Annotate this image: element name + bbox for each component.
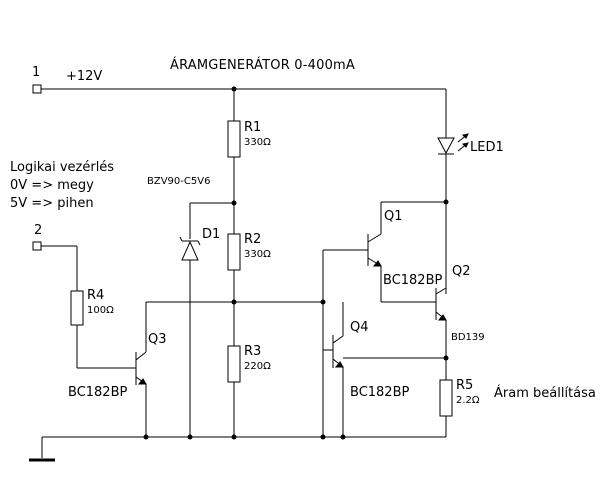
q1-part: BC182BP: [383, 273, 442, 288]
note-line-1: Logikai vezérlés: [10, 160, 114, 175]
led-led1: LED1: [437, 89, 504, 202]
zener-d1: D1 BZV90-C5V6: [147, 176, 234, 437]
transistor-q3: Q3 BC182BP: [68, 301, 234, 437]
q3-part: BC182BP: [68, 385, 127, 400]
r1-ref: R1: [244, 120, 261, 135]
terminal-2-pad: [32, 241, 42, 251]
d1-ref: D1: [202, 227, 220, 242]
d1-part: BZV90-C5V6: [147, 176, 210, 187]
r5-note: Áram beállítása: [494, 385, 596, 401]
q3-ref: Q3: [148, 332, 167, 347]
r3-value: 220Ω: [244, 361, 271, 372]
q4-ref: Q4: [350, 320, 369, 335]
divider-column-wires: [231, 89, 237, 437]
note-line-2: 0V => megy: [10, 178, 94, 193]
supply-rail: [41, 86, 446, 92]
r4-ref: R4: [87, 288, 104, 303]
resistor-r1: R1 330Ω: [227, 120, 271, 158]
resistor-r5: R5 2.2Ω Áram beállítása: [439, 358, 596, 437]
resistor-r2: R2 330Ω: [227, 232, 271, 271]
q2-ref: Q2: [452, 264, 471, 279]
note-line-3: 5V => pihen: [10, 196, 94, 211]
q4-part: BC182BP: [350, 385, 409, 400]
r1-value: 330Ω: [244, 137, 271, 148]
transistor-q2: Q2 BD139: [426, 199, 485, 380]
q2-part: BD139: [451, 332, 485, 343]
led1-ref: LED1: [470, 140, 504, 155]
q1-ref: Q1: [384, 209, 403, 224]
ground-rail: [29, 380, 446, 462]
terminal-2-number: 2: [34, 223, 42, 238]
sense-node-wire: [343, 355, 449, 361]
r5-value: 2.2Ω: [456, 395, 480, 406]
control-note: Logikai vezérlés 0V => megy 5V => pihen: [10, 160, 114, 211]
r4-value: 100Ω: [87, 305, 114, 316]
terminal-2: 2: [32, 223, 78, 291]
q4-base-wire: [234, 250, 326, 437]
r5-ref: R5: [456, 378, 473, 393]
transistor-q4: Q4 BC182BP: [323, 302, 409, 400]
terminal-1-label: +12V: [66, 69, 102, 84]
terminal-1-number: 1: [32, 65, 40, 80]
transistor-q1: Q1 BC182BP: [323, 201, 446, 303]
resistor-r4: R4 100Ω: [70, 288, 136, 369]
terminal-1-pad: [32, 84, 42, 94]
r2-ref: R2: [244, 232, 261, 247]
r2-value: 330Ω: [244, 249, 271, 260]
diagram-title: ÁRAMGENERÁTOR 0-400mA: [170, 57, 355, 73]
resistor-r3: R3 220Ω: [227, 344, 271, 383]
r3-ref: R3: [244, 344, 261, 359]
